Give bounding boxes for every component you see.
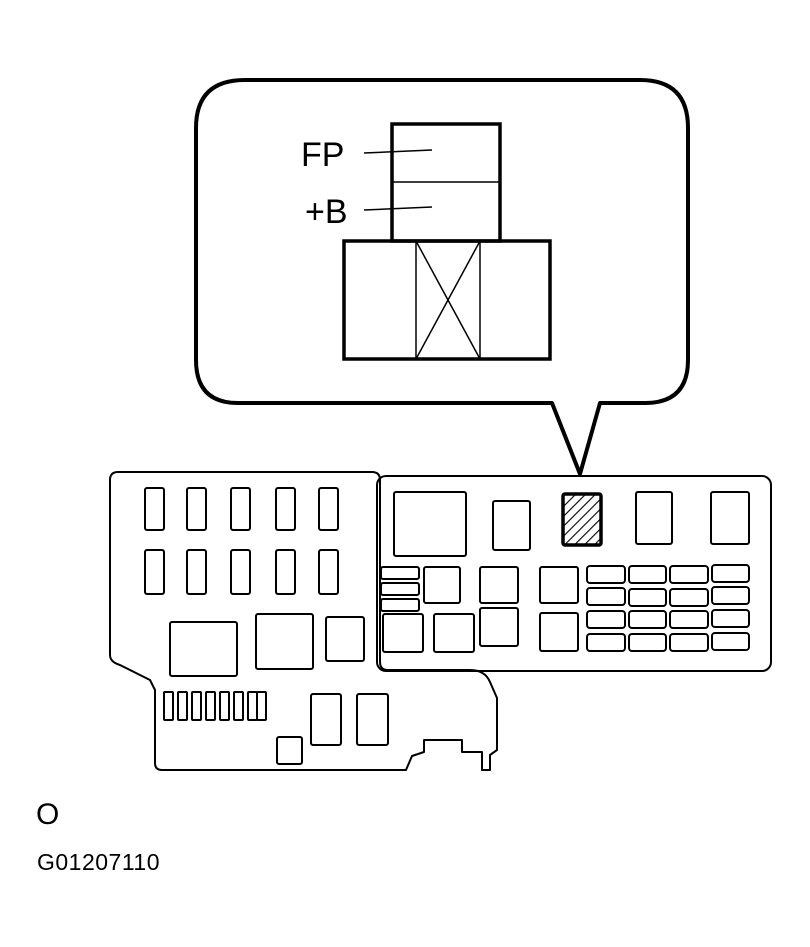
small-fuse xyxy=(380,598,420,612)
relay xyxy=(382,613,424,653)
relay-center-cross-b xyxy=(415,240,481,360)
fuse-cell xyxy=(711,586,750,605)
mini-fuse xyxy=(191,691,202,721)
fuse-cell xyxy=(711,564,750,583)
relay xyxy=(393,491,467,557)
fuse xyxy=(275,487,296,531)
fuse xyxy=(318,549,339,595)
fuse xyxy=(186,487,207,531)
fuse-cell xyxy=(628,610,667,629)
fp-terminal-label: FP xyxy=(301,136,344,174)
mini-fuse xyxy=(177,691,188,721)
b-terminal-label: +B xyxy=(305,193,348,231)
fuse-cell xyxy=(586,633,626,652)
fuse-cell xyxy=(628,633,667,652)
mini-fuse xyxy=(205,691,216,721)
mini-fuse xyxy=(163,691,174,721)
fuse-cell xyxy=(628,588,667,607)
fuse-cell xyxy=(669,633,709,652)
relay xyxy=(710,491,750,545)
relay xyxy=(356,693,389,746)
callout-bubble xyxy=(194,78,690,476)
left-fuses xyxy=(144,487,389,765)
relay xyxy=(479,566,519,604)
fuse xyxy=(230,487,251,531)
relay xyxy=(492,500,531,551)
relay xyxy=(169,621,238,677)
fuse-cell xyxy=(628,565,667,584)
junction-block-right-body xyxy=(376,475,772,672)
relay xyxy=(433,613,475,653)
highlighted-relay xyxy=(561,492,603,547)
fuse xyxy=(275,549,296,595)
fuse xyxy=(318,487,339,531)
relay xyxy=(635,491,673,545)
relay xyxy=(423,566,461,604)
mini-fuse xyxy=(233,691,244,721)
b-leader-line xyxy=(363,206,433,211)
relay xyxy=(310,693,342,746)
mini-fuse xyxy=(256,691,267,721)
relay-center-cell xyxy=(415,240,481,360)
fuse-cell xyxy=(669,588,709,607)
junction-block-left-body xyxy=(109,471,498,771)
relay-connector xyxy=(342,122,552,361)
relay xyxy=(539,612,579,652)
fuse xyxy=(144,487,165,531)
fuse-cell xyxy=(669,565,709,584)
relay xyxy=(325,616,365,662)
fuse-cell xyxy=(669,610,709,629)
small-fuse xyxy=(380,566,420,580)
fuse-cell xyxy=(586,565,626,584)
small-fuse xyxy=(380,582,420,596)
mini-fuse xyxy=(247,691,258,721)
fuse-cell xyxy=(586,610,626,629)
fuse-cell xyxy=(711,632,750,651)
fuse xyxy=(186,549,207,595)
relay xyxy=(539,566,579,604)
fuse xyxy=(230,549,251,595)
view-code-label: O xyxy=(36,798,60,831)
right-fuses xyxy=(380,491,750,653)
fp-leader-line xyxy=(363,149,433,154)
fuse xyxy=(144,549,165,595)
figure-id-label: G01207110 xyxy=(37,849,161,875)
fuse-cell xyxy=(711,609,750,628)
small-relay xyxy=(276,736,303,765)
relay xyxy=(255,613,314,670)
mini-fuse xyxy=(219,691,230,721)
relay xyxy=(479,607,519,647)
fuse-cell xyxy=(586,587,626,606)
